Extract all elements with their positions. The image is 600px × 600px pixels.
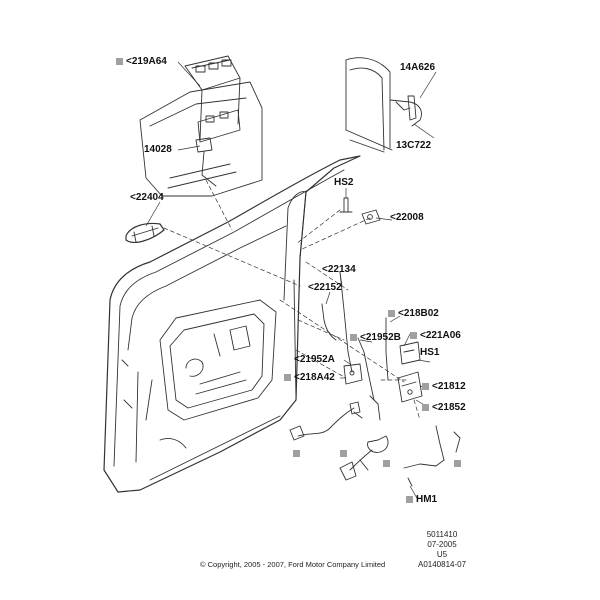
square-marker [406,495,413,503]
square-marker [284,373,291,381]
connector-square [293,450,300,457]
inner-panel [145,299,277,449]
label-218a42-text: <218A42 [294,372,335,383]
label-218a42: <218A42 [284,372,335,383]
label-22134: <22134 [322,264,356,275]
label-22008: <22008 [390,212,424,223]
square-marker [350,333,357,341]
label-14028: 14028 [144,144,172,155]
hs2-screw [339,197,353,213]
striker [361,209,381,225]
square-marker [410,331,417,339]
label-218b02: <218B02 [388,308,439,319]
square-marker [116,57,123,65]
label-21852-text: <21852 [432,402,466,413]
label-21952a: <21952A [294,354,335,365]
connector-square [340,450,347,457]
square-marker [422,382,429,390]
door-frame [103,155,361,493]
mirror-corner [345,57,422,153]
connector-square [383,460,390,467]
label-219a64: <219A64 [116,56,167,67]
label-hs2: HS2 [334,177,354,188]
label-221a06: <221A06 [410,330,461,341]
connector-square [454,460,461,467]
exterior-handle [125,222,165,243]
label-21812-text: <21812 [432,381,466,392]
label-14a626: 14A626 [400,62,436,73]
label-hm1: HM1 [406,494,437,505]
lock-actuators [343,341,423,403]
label-21952b-text: <21952B [360,332,401,343]
window-switch-console [139,55,263,197]
document-code: 5011410 07-2005 U5 A0140814-07 [418,530,466,570]
code-line-1: 5011410 [426,530,458,539]
rods [321,271,389,401]
label-21812: <21812 [422,381,466,392]
leader-lines [145,61,437,501]
label-218b02-text: <218B02 [398,308,439,319]
label-22152: <22152 [308,282,342,293]
label-219a64-text: <219A64 [126,56,167,67]
square-marker [422,403,429,411]
label-21952b: <21952B [350,332,401,343]
code-line-3: U5 [436,550,448,559]
guide-lines [163,179,421,421]
label-hm1-text: HM1 [416,494,438,505]
label-21852: <21852 [422,402,466,413]
code-line-2: 07-2005 [427,540,457,549]
square-marker [388,309,395,317]
label-221a06-text: <221A06 [420,330,461,341]
label-hs1: HS1 [420,347,440,358]
label-13c722: 13C722 [396,140,432,151]
wiring-harness [289,395,461,487]
code-line-4: A0140814-07 [418,560,467,569]
label-22404: <22404 [130,192,164,203]
copyright-text: © Copyright, 2005 - 2007, Ford Motor Com… [200,560,386,569]
